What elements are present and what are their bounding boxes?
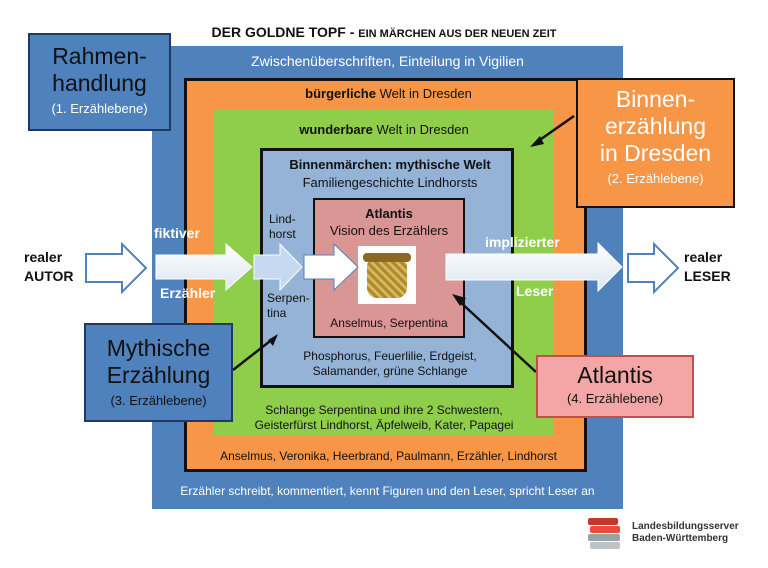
mythic-subtitle-text: Familiengeschichte Lindhorsts — [302, 175, 478, 190]
mythic-bottom-text-1: Phosphorus, Feuerlilie, Erdgeist, — [303, 349, 477, 363]
green-top-text: wunderbare Welt in Dresden — [299, 122, 469, 137]
logo-text: Landesbildungsserver Baden-Württemberg — [632, 521, 739, 544]
arrow-lindhorst — [253, 242, 303, 292]
green-bottom-text-2: Geisterfürst Lindhorst, Äpfelweib, Kater… — [254, 418, 514, 432]
lindhorst-label-2: horst — [269, 227, 296, 241]
arrow-real-reader — [627, 241, 680, 295]
callout-mythic-narrative: Mythische Erzählung (3. Erzählebene) — [84, 323, 233, 422]
orange-top-text: bürgerliche Welt in Dresden — [305, 86, 472, 101]
golden-pot-rim — [363, 253, 411, 262]
serpentina-label-1: Serpen- — [267, 291, 310, 305]
real-author-label-2: AUTOR — [24, 268, 74, 284]
real-author-label-1: realer — [24, 249, 63, 265]
books-logo-icon — [588, 518, 620, 549]
atlantis-bottom-text: Anselmus, Serpentina — [330, 316, 448, 330]
real-reader-label-1: realer — [684, 249, 723, 265]
golden-pot-body — [367, 260, 407, 298]
blue-bottom-text: Erzähler schreibt, kommentiert, kennt Fi… — [180, 484, 595, 498]
atlantis-subtitle-text: Vision des Erzählers — [329, 223, 449, 238]
serpentina-label-2: tina — [267, 306, 287, 320]
arrow-narrator — [155, 242, 253, 292]
orange-bottom-text: Anselmus, Veronika, Heerbrand, Paulmann,… — [220, 449, 557, 463]
mythic-bottom-text-2: Salamander, grüne Schlange — [312, 364, 468, 378]
fictive-narrator-label-1: fiktiver — [154, 225, 200, 241]
callout-atlantis: Atlantis (4. Erzählebene) — [536, 355, 694, 418]
arrow-reader — [445, 241, 623, 293]
arrow-author — [85, 241, 148, 295]
pointer-myth — [232, 337, 275, 371]
arrow-mythic — [303, 242, 359, 292]
callout-frame-narrative: Rahmen- handlung (1. Erzählebene) — [28, 33, 171, 131]
implied-reader-label-1: implizierter — [485, 234, 560, 250]
implied-reader-label-2: Leser — [516, 283, 554, 299]
fictive-narrator-label-2: Erzähler — [160, 285, 216, 301]
green-bottom-text-1: Schlange Serpentina und ihre 2 Schwester… — [265, 403, 503, 417]
mythic-title-text: Binnenmärchen: mythische Welt — [289, 157, 491, 172]
pointer-atlantis — [457, 299, 537, 373]
blue-top-text: Zwischenüberschriften, Einteilung in Vig… — [251, 53, 524, 69]
atlantis-title-text: Atlantis — [365, 206, 413, 221]
real-reader-label-2: LESER — [684, 268, 731, 284]
lindhorst-label-1: Lind- — [269, 212, 296, 226]
page-title: DER GOLDNE TOPF - EIN MÄRCHEN AUS DER NE… — [211, 24, 557, 40]
callout-inner-narrative: Binnen- erzählung in Dresden (2. Erzähle… — [576, 78, 735, 208]
